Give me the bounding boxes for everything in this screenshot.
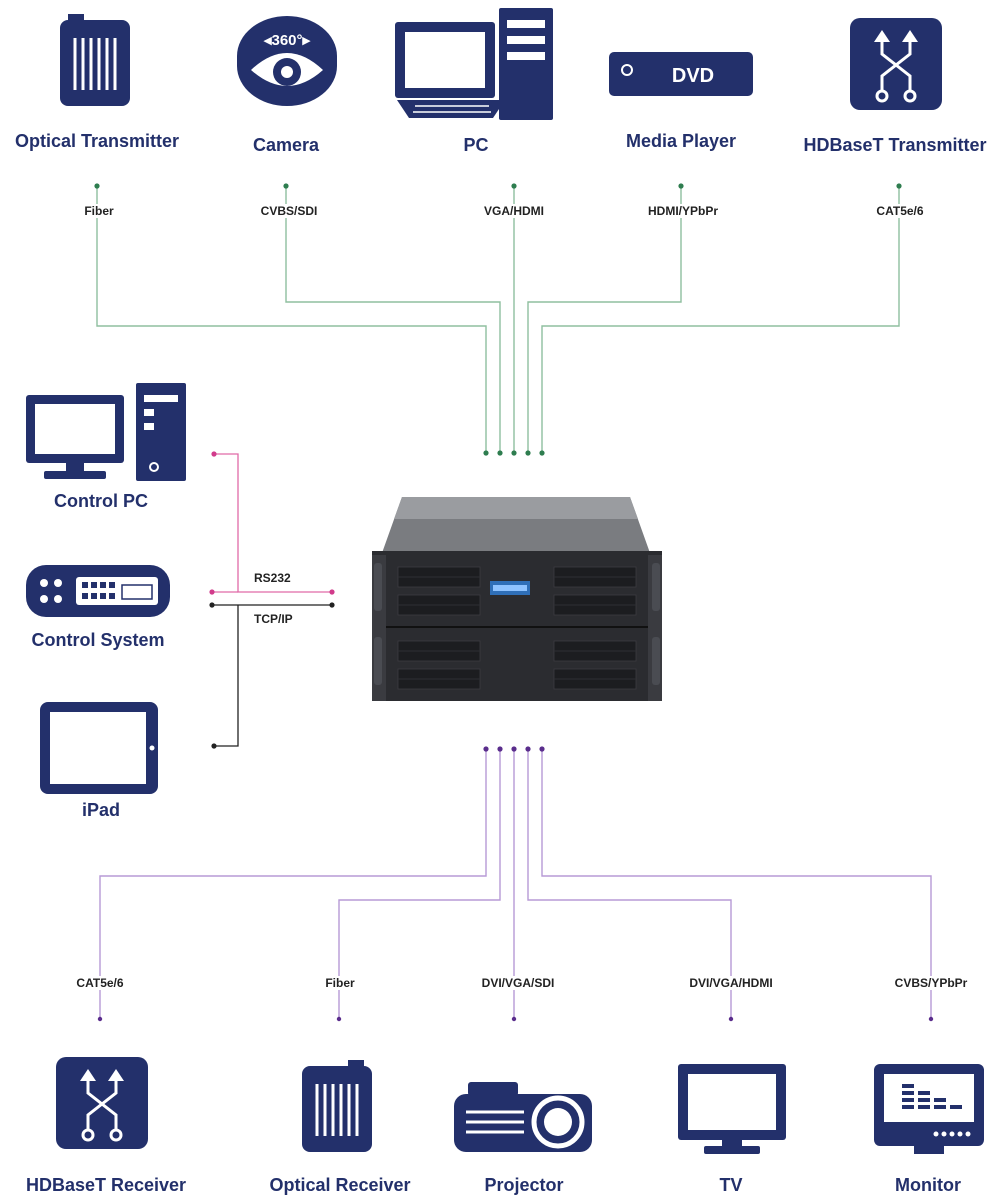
projector-icon (454, 1082, 592, 1152)
output-label-optical-receiver: Optical Receiver (269, 1175, 411, 1195)
signal-label-hdmi-ypbpr-input: HDMI/YPbPr (645, 204, 721, 218)
source-label-pc: PC (463, 135, 489, 155)
matrix-switcher-icon (372, 497, 662, 701)
input-connections (96, 186, 900, 452)
tcpip-ipad-line (214, 605, 239, 747)
output-label-projector: Projector (484, 1175, 564, 1195)
hdbaset-transmitter-icon (850, 18, 942, 110)
signal-label-dvi-vga-hdmi-output: DVI/VGA/HDMI (687, 976, 775, 990)
signal-label-cvbs-ypbpr-output: CVBS/YPbPr (892, 976, 970, 990)
source-label-optical-transmitter: Optical Transmitter (14, 131, 180, 151)
ipad-icon (40, 702, 158, 794)
optical-transmitter-icon (60, 14, 130, 106)
controller-label-control-system: Control System (31, 630, 165, 650)
source-label-hdbaset-transmitter: HDBaseT Transmitter (803, 135, 987, 155)
fiber-output-line (338, 749, 501, 1019)
signal-label-dvi-vga-sdi-output: DVI/VGA/SDI (479, 976, 557, 990)
source-label-camera: Camera (252, 135, 320, 155)
cvbs-sdi-input-line (285, 186, 501, 452)
control-dots (209, 451, 335, 749)
signal-label-cat5e-output: CAT5e/6 (74, 976, 126, 990)
cat5e-input-line (541, 186, 900, 452)
source-label-media-player: Media Player (625, 131, 737, 151)
output-dots (97, 746, 934, 1022)
controller-label-control-pc: Control PC (54, 491, 148, 511)
cat5e-output-line (99, 749, 487, 1019)
control-system-icon (26, 565, 170, 617)
input-dots (94, 183, 902, 456)
monitor-icon (874, 1064, 984, 1154)
control-connections (212, 453, 332, 747)
fiber-input-line (96, 186, 487, 452)
tv-icon (678, 1064, 786, 1154)
dvd-player-icon: DVD (609, 52, 753, 96)
output-label-monitor: Monitor (895, 1175, 961, 1195)
dvd-badge: DVD (672, 65, 714, 87)
camera-360-icon: ◂360°▸ (237, 16, 337, 106)
signal-label-cat5e-input: CAT5e/6 (874, 204, 926, 218)
cvbs-ypbpr-output-line (541, 749, 932, 1019)
protocol-label-rs232: RS232 (254, 571, 291, 585)
output-label-hdbaset-receiver: HDBaseT Receiver (25, 1175, 187, 1195)
optical-receiver-icon (302, 1060, 372, 1152)
rs232-line (214, 453, 332, 593)
controller-label-ipad: iPad (81, 800, 121, 820)
output-connections (99, 749, 932, 1019)
signal-label-fiber-output: Fiber (323, 976, 357, 990)
pc-icon (395, 8, 553, 120)
signal-label-vga-hdmi-input: VGA/HDMI (482, 204, 546, 218)
signal-label-cvbs-sdi-input: CVBS/SDI (258, 204, 320, 218)
signal-label-fiber-input: Fiber (82, 204, 116, 218)
output-label-tv: TV (719, 1175, 743, 1195)
camera-badge: ◂360°▸ (263, 32, 312, 49)
hdmi-ypbpr-input-line (527, 186, 682, 452)
control-pc-icon (26, 383, 186, 481)
hdbaset-receiver-icon (56, 1057, 148, 1149)
protocol-label-tcpip: TCP/IP (254, 612, 293, 626)
dvi-vga-hdmi-output-line (527, 749, 732, 1019)
